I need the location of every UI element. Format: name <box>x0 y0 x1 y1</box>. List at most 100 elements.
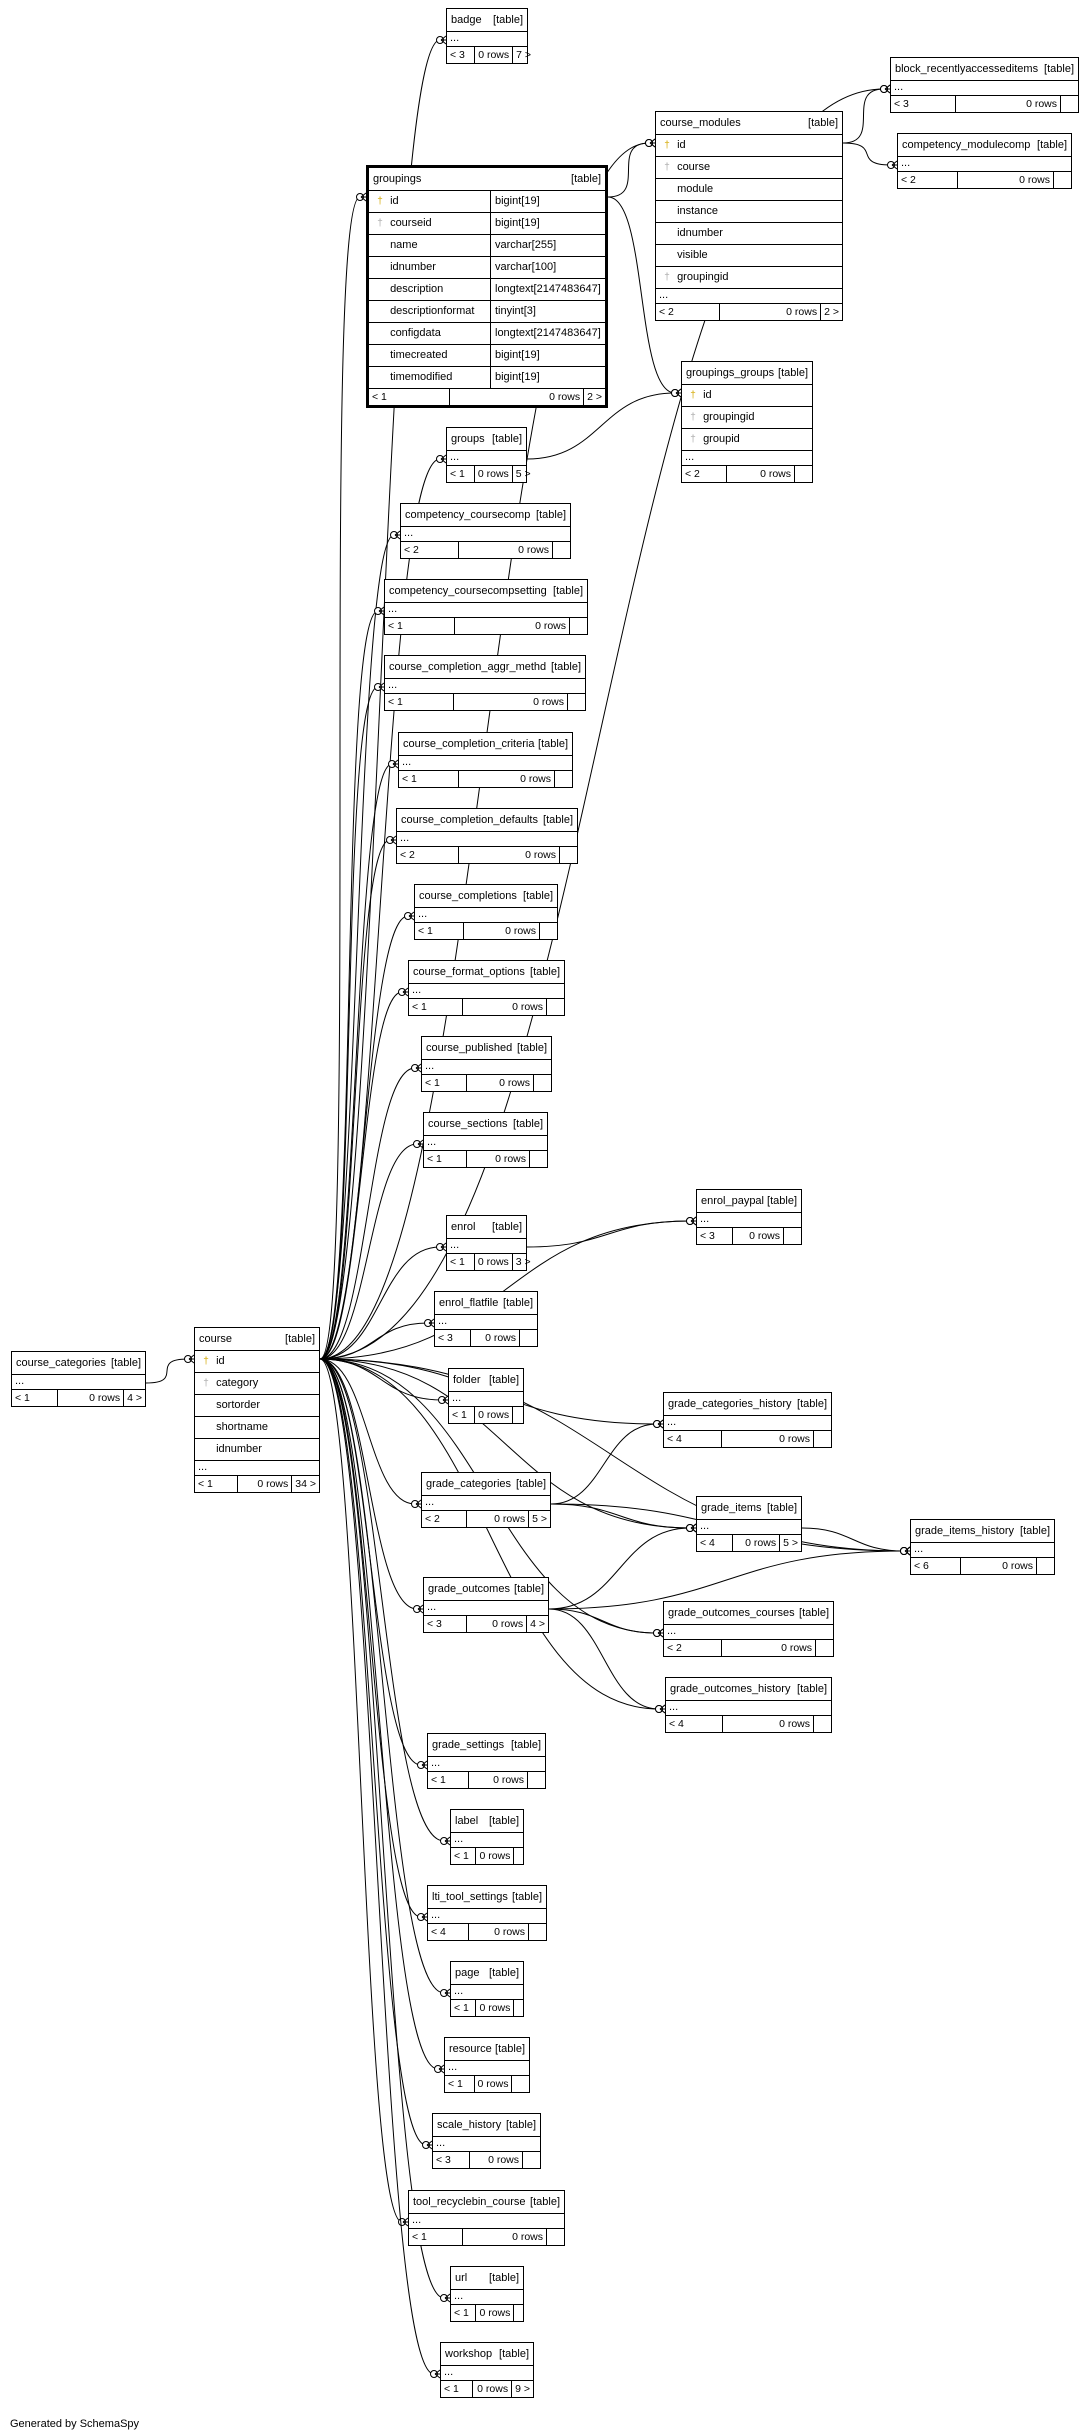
table-header[interactable]: grade_categories_history[table] <box>664 1393 831 1416</box>
more-columns-ellipsis: ... <box>424 1601 548 1616</box>
table-header[interactable]: block_recentlyaccesseditems[table] <box>891 58 1078 81</box>
primary-key-icon: † <box>664 140 670 151</box>
table-course-modules[interactable]: course_modules[table]† id† course module… <box>655 111 843 321</box>
table-header[interactable]: tool_recyclebin_course[table] <box>409 2191 564 2214</box>
row-count: 0 rows <box>473 466 512 482</box>
table-header[interactable]: grade_items_history[table] <box>911 1520 1054 1543</box>
table-header[interactable]: course_published[table] <box>422 1037 551 1060</box>
table-name: enrol_flatfile <box>439 1297 499 1309</box>
table-header[interactable]: grade_settings[table] <box>428 1734 545 1757</box>
parents-count: < 4 <box>700 1537 715 1549</box>
foreign-key-icon: † <box>203 1378 209 1389</box>
table-type-tag: [table] <box>489 1967 519 1979</box>
foreign-key-icon: † <box>664 272 670 283</box>
table-header[interactable]: competency_coursecompsetting[table] <box>385 580 587 603</box>
children-count <box>513 1848 531 1864</box>
table-header[interactable]: grade_outcomes_courses[table] <box>664 1602 833 1625</box>
row-count: 0 rows <box>475 2305 513 2321</box>
table-header[interactable]: course_completion_defaults[table] <box>397 809 577 832</box>
primary-key-icon: † <box>203 1356 209 1367</box>
table-header[interactable]: groupings_groups[table] <box>682 362 812 385</box>
table-header[interactable]: grade_outcomes[table] <box>424 1578 548 1601</box>
table-groupings-groups[interactable]: groupings_groups[table]† id† groupingid†… <box>681 361 813 483</box>
table-course-completion-aggr-methd[interactable]: course_completion_aggr_methd[table]...< … <box>384 655 586 711</box>
table-name: course_published <box>426 1042 513 1054</box>
table-header[interactable]: course_completions[table] <box>415 885 557 908</box>
table-header[interactable]: lti_tool_settings[table] <box>428 1886 546 1909</box>
parents-count: < 1 <box>448 2078 463 2090</box>
table-header[interactable]: enrol_paypal[table] <box>697 1190 801 1213</box>
table-header[interactable]: course_sections[table] <box>424 1113 547 1136</box>
table-header[interactable]: competency_modulecomp[table] <box>898 134 1071 157</box>
table-header[interactable]: groups[table] <box>447 428 526 451</box>
table-competency-coursecompsetting[interactable]: competency_coursecompsetting[table]...< … <box>384 579 588 635</box>
table-header[interactable]: course_completion_aggr_methd[table] <box>385 656 585 679</box>
table-header[interactable]: folder[table] <box>449 1369 523 1392</box>
table-header[interactable]: grade_items[table] <box>697 1497 801 1520</box>
table-header[interactable]: grade_categories[table] <box>422 1473 550 1496</box>
table-header[interactable]: course[table] <box>195 1328 319 1351</box>
row-count: 0 rows <box>475 1848 513 1864</box>
crows-foot-marker <box>415 1063 422 1073</box>
table-header[interactable]: resource[table] <box>445 2038 529 2061</box>
table-header[interactable]: course_modules[table] <box>656 112 842 135</box>
table-header[interactable]: url[table] <box>451 2267 523 2290</box>
table-header[interactable]: badge[table] <box>447 9 527 32</box>
crows-foot-marker <box>402 2217 409 2227</box>
column-name: id <box>677 139 686 151</box>
table-header[interactable]: page[table] <box>451 1962 523 1985</box>
column-type: bigint[19] <box>490 367 605 388</box>
table-header[interactable]: course_format_options[table] <box>409 961 564 984</box>
row-count: 0 rows <box>719 304 820 320</box>
table-block-recentlyaccesseditems[interactable]: block_recentlyaccesseditems[table]...< 3… <box>890 57 1079 113</box>
table-header[interactable]: enrol_flatfile[table] <box>435 1292 537 1315</box>
table-header[interactable]: grade_outcomes_history[table] <box>666 1678 831 1701</box>
table-header[interactable]: groupings[table] <box>369 168 605 191</box>
table-header[interactable]: label[table] <box>451 1810 523 1833</box>
table-header[interactable]: competency_coursecomp[table] <box>401 504 570 527</box>
table-header[interactable]: enrol[table] <box>447 1216 526 1239</box>
row-count: 0 rows <box>732 1228 783 1244</box>
parents-count: < 3 <box>436 2154 451 2166</box>
table-header[interactable]: scale_history[table] <box>433 2114 540 2137</box>
table-header[interactable]: course_completion_criteria[table] <box>399 733 572 756</box>
table-course[interactable]: course[table]† id† category sortorder sh… <box>194 1327 320 1493</box>
table-header[interactable]: course_categories[table] <box>12 1352 145 1375</box>
table-header[interactable]: workshop[table] <box>441 2343 533 2366</box>
table-name: label <box>455 1815 479 1827</box>
